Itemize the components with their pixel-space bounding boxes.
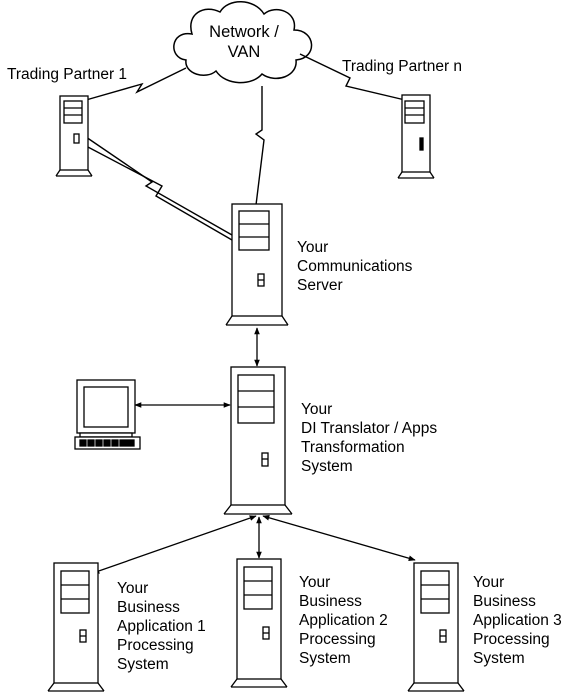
application-1-server: [47, 562, 105, 692]
communications-server: [225, 203, 289, 326]
arrow-links: [92, 327, 416, 574]
comm-server-line-3: Server: [297, 277, 343, 294]
app-2-line-3: Application 2: [299, 612, 388, 629]
network-line-2: VAN: [227, 43, 261, 61]
trading-partner-1-server: [55, 95, 93, 177]
link-tp1-comm-a: [85, 136, 233, 236]
app-2-line-4: Processing: [299, 631, 376, 648]
app-3-label: Your Business Application 3 Processing S…: [473, 573, 562, 668]
app-3-line-3: Application 3: [473, 612, 562, 629]
network-label: Network / VAN: [196, 22, 292, 62]
app-1-line-4: Processing: [117, 637, 194, 654]
arrow-translator-app1: [92, 515, 257, 574]
app-2-line-1: Your: [299, 574, 331, 591]
network-links: [85, 53, 406, 241]
app-1-line-5: System: [117, 656, 169, 673]
app-2-line-5: System: [299, 650, 351, 667]
translator-server: [223, 366, 293, 515]
link-tp1-comm-b: [85, 145, 233, 241]
app-2-label: Your Business Application 2 Processing S…: [299, 573, 388, 668]
app-1-line-2: Business: [117, 599, 180, 616]
app-1-label: Your Business Application 1 Processing S…: [117, 579, 206, 674]
comm-server-label: Your Communications Server: [297, 238, 412, 295]
translator-line-2: DI Translator / Apps: [301, 420, 438, 437]
app-3-line-4: Processing: [473, 631, 550, 648]
comm-server-line-1: Your: [297, 239, 329, 256]
link-tp1-network: [85, 67, 187, 101]
app-1-line-1: Your: [117, 580, 149, 597]
arrow-translator-app3: [262, 515, 416, 561]
translator-line-1: Your: [301, 401, 333, 418]
app-2-line-2: Business: [299, 593, 362, 610]
trading-partner-n-server: [397, 94, 435, 179]
app-3-line-1: Your: [473, 574, 505, 591]
network-cloud: [173, 1, 313, 84]
app-3-line-5: System: [473, 650, 525, 667]
translator-line-4: System: [301, 458, 353, 475]
network-line-1: Network /: [209, 23, 279, 41]
translator-line-3: Transformation: [301, 439, 405, 456]
app-1-line-3: Application 1: [117, 618, 206, 635]
comm-server-line-2: Communications: [297, 258, 413, 275]
trading-partner-n-label: Trading Partner n: [342, 58, 463, 75]
application-3-server: [407, 562, 465, 692]
app-3-line-2: Business: [473, 593, 536, 610]
workstation-computer: [74, 379, 141, 450]
application-2-server: [230, 558, 288, 688]
link-network-tpn: [299, 53, 406, 101]
link-network-comm: [254, 86, 265, 206]
translator-label: Your DI Translator / Apps Transformation…: [301, 400, 437, 476]
trading-partner-1-label: Trading Partner 1: [7, 66, 128, 83]
